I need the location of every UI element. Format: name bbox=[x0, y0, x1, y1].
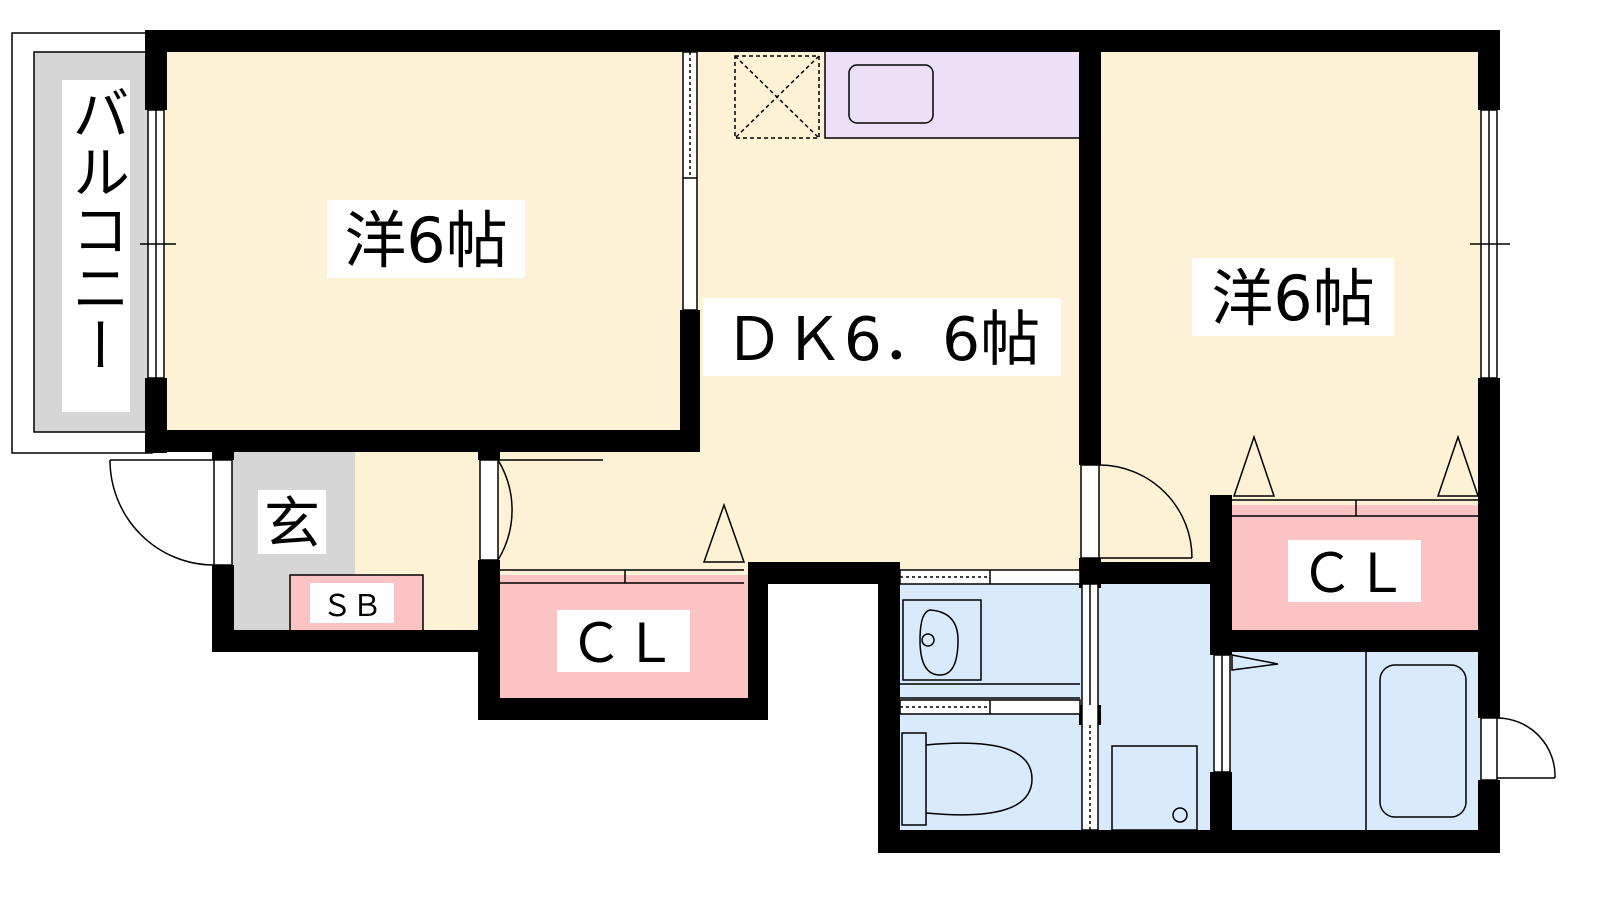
balcony: バルコニー bbox=[11, 32, 153, 454]
closet-center-label: ＣＬ bbox=[569, 612, 677, 675]
dk-label: ＤＫ6．6帖 bbox=[724, 305, 1040, 375]
balcony-label: バルコニー bbox=[62, 84, 130, 374]
kitchen-counter bbox=[824, 49, 1090, 139]
bathroom-floor bbox=[1222, 637, 1488, 843]
room-west-label: 洋6帖 bbox=[344, 204, 507, 277]
walls bbox=[145, 30, 1500, 853]
entrance-label: 玄 bbox=[264, 492, 320, 557]
floors bbox=[152, 49, 1488, 843]
shoe-box-label: ＳＢ bbox=[322, 589, 382, 624]
fittings bbox=[109, 51, 1556, 831]
room-east-label: 洋6帖 bbox=[1211, 262, 1374, 335]
label-backgrounds bbox=[258, 200, 1421, 672]
closet-east-label: ＣＬ bbox=[1300, 542, 1408, 605]
